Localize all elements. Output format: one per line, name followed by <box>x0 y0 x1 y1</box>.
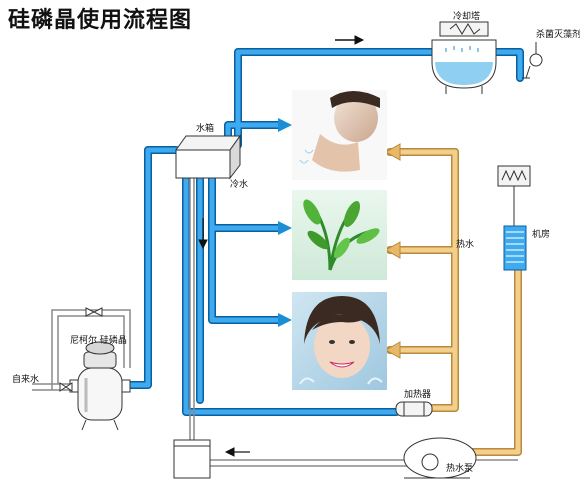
photo-plant <box>292 190 387 280</box>
flow-arrows <box>198 35 365 457</box>
cooling-tower <box>431 21 497 94</box>
pump-label: 热水泵 <box>446 464 474 474</box>
hot-arrows <box>384 143 401 359</box>
machine-room-unit <box>497 165 531 271</box>
photo-face-washing <box>292 90 387 180</box>
lower-tank <box>173 439 211 479</box>
cold-arrows <box>278 118 292 327</box>
cooling-tower-label: 冷却塔 <box>453 12 481 22</box>
sterilizer-label: 杀菌灭藻剂 <box>536 30 580 40</box>
filter-label: 尼柯尔 硅磷晶 <box>70 336 127 346</box>
heater-label: 加热器 <box>404 390 432 400</box>
silicon-phosphate-filter <box>69 341 131 431</box>
water-tank-label: 水箱 <box>196 124 215 134</box>
cold-pipes <box>122 48 524 416</box>
hot-pipes <box>386 148 522 456</box>
valve-icon <box>59 307 103 392</box>
hot-water-label: 热水 <box>456 240 475 250</box>
water-tank <box>175 134 241 180</box>
plain-pipes <box>32 175 518 467</box>
hot-water-pump <box>403 437 477 479</box>
photo-smiling-face <box>292 292 387 390</box>
heater <box>395 401 433 417</box>
page-title: 硅磷晶使用流程图 <box>8 8 193 33</box>
cold-water-label: 冷水 <box>230 180 249 190</box>
machine-room-label: 机房 <box>532 230 551 240</box>
sterilizer-doser <box>522 42 543 79</box>
tap-water-label: 自来水 <box>12 375 40 385</box>
